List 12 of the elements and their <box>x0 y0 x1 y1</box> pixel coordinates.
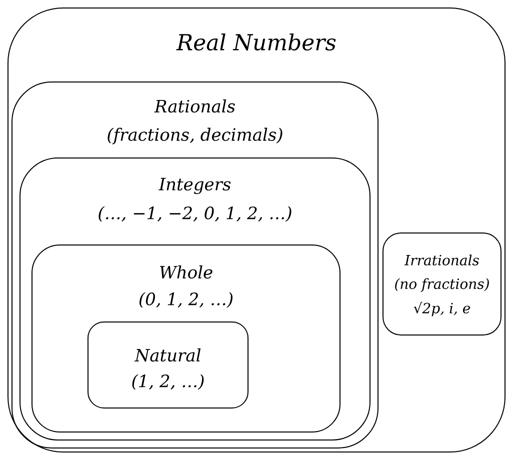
set-description: (fractions, decimals) <box>108 128 282 144</box>
set-description: (no fractions) <box>395 278 489 292</box>
set-title: Real Numbers <box>176 33 336 51</box>
set-title: Natural <box>134 348 201 362</box>
set-description: (…, −1, −2, 0, 1, 2, …) <box>98 206 292 222</box>
set-title: Whole <box>160 265 212 279</box>
set-title: Irrationals <box>404 254 479 266</box>
set-description: (1, 2, …) <box>132 374 204 390</box>
set-description: √2p, i, e <box>414 302 470 316</box>
set-title: Rationals <box>154 99 235 113</box>
set-title: Integers <box>158 178 231 194</box>
set-description: (0, 1, 2, …) <box>140 292 232 308</box>
